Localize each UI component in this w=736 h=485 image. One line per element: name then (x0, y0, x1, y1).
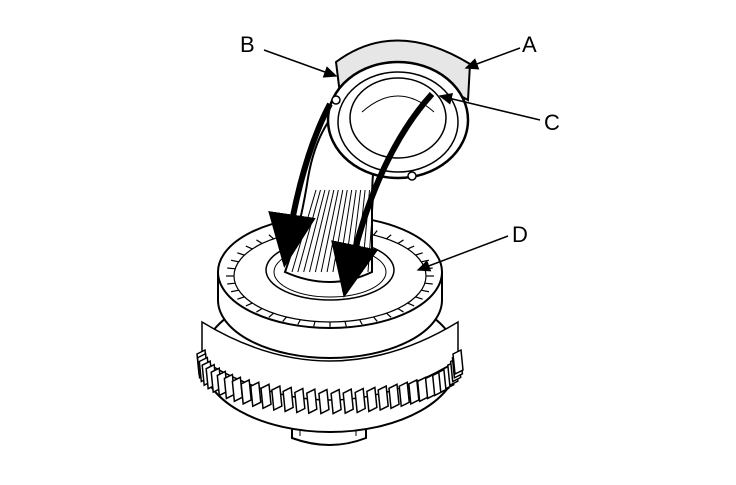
sleeve-tooth (415, 252, 423, 256)
sleeve-tooth (237, 252, 245, 256)
shaft-spline (320, 189, 339, 273)
callout-b: B (240, 32, 255, 57)
shaft-spline (314, 189, 335, 273)
sleeve-tooth (245, 245, 253, 250)
sleeve-tooth (424, 267, 433, 270)
sleeve-tooth (245, 302, 253, 307)
sleeve-tooth (397, 239, 404, 244)
sleeve-tooth (227, 282, 236, 285)
sleeve-tooth (230, 259, 239, 263)
sleeve-tooth (421, 289, 430, 293)
sleeve-tooth (230, 289, 239, 293)
leader-b (263, 49, 338, 78)
ring-tab-bottom (407, 171, 417, 181)
leader-d (416, 235, 509, 272)
sleeve-tooth (407, 245, 415, 250)
gear-tooth (377, 384, 389, 412)
gear-tooth (294, 387, 306, 414)
sleeve-tooth (359, 319, 363, 325)
ring-tab-left (331, 95, 341, 105)
gear-tooth (249, 381, 262, 408)
sleeve-tooth (313, 321, 316, 327)
sleeve-tooth (397, 308, 404, 313)
sleeve-tooth (424, 282, 433, 285)
callout-a: A (522, 32, 537, 57)
alignment-arrows (268, 91, 435, 298)
sleeve-tooth (282, 316, 287, 322)
sleeve-tooth (373, 316, 378, 322)
gear-tooth (271, 384, 283, 412)
gear-tooth (330, 388, 342, 415)
sleeve-tooth (256, 308, 263, 313)
sleeve-tooth (268, 312, 274, 318)
callout-d: D (512, 222, 528, 247)
gear-tooth (240, 378, 252, 406)
sleeve-tooth (407, 302, 415, 307)
gear-tooth (342, 388, 355, 415)
sleeve-tooth (237, 296, 245, 300)
gear-tooth (452, 348, 464, 376)
sleeve-tooth (297, 319, 301, 325)
sleeve-tooth (386, 234, 392, 240)
synchro-ring (326, 60, 470, 181)
sleeve-tooth (386, 312, 392, 318)
shaft-spline (326, 189, 344, 273)
gear-tooth (398, 381, 411, 408)
gear-tooth (318, 388, 330, 415)
sleeve-tooth (415, 296, 423, 300)
leader-a (464, 47, 521, 70)
callout-c: C (544, 110, 560, 135)
gear-tooth (354, 387, 366, 414)
leader-c (438, 92, 541, 121)
sleeve-tooth (256, 239, 263, 244)
sleeve-tooth (373, 230, 378, 236)
gear-tooth (260, 383, 272, 410)
sleeve-tooth (227, 267, 236, 270)
leader-lines (263, 47, 541, 272)
sleeve-tooth (344, 321, 347, 327)
gear-tooth (305, 388, 318, 415)
gear-tooth (388, 383, 400, 410)
gear-tooth (231, 376, 244, 403)
gear-tooth (282, 386, 294, 413)
gear-tooth (366, 386, 378, 413)
